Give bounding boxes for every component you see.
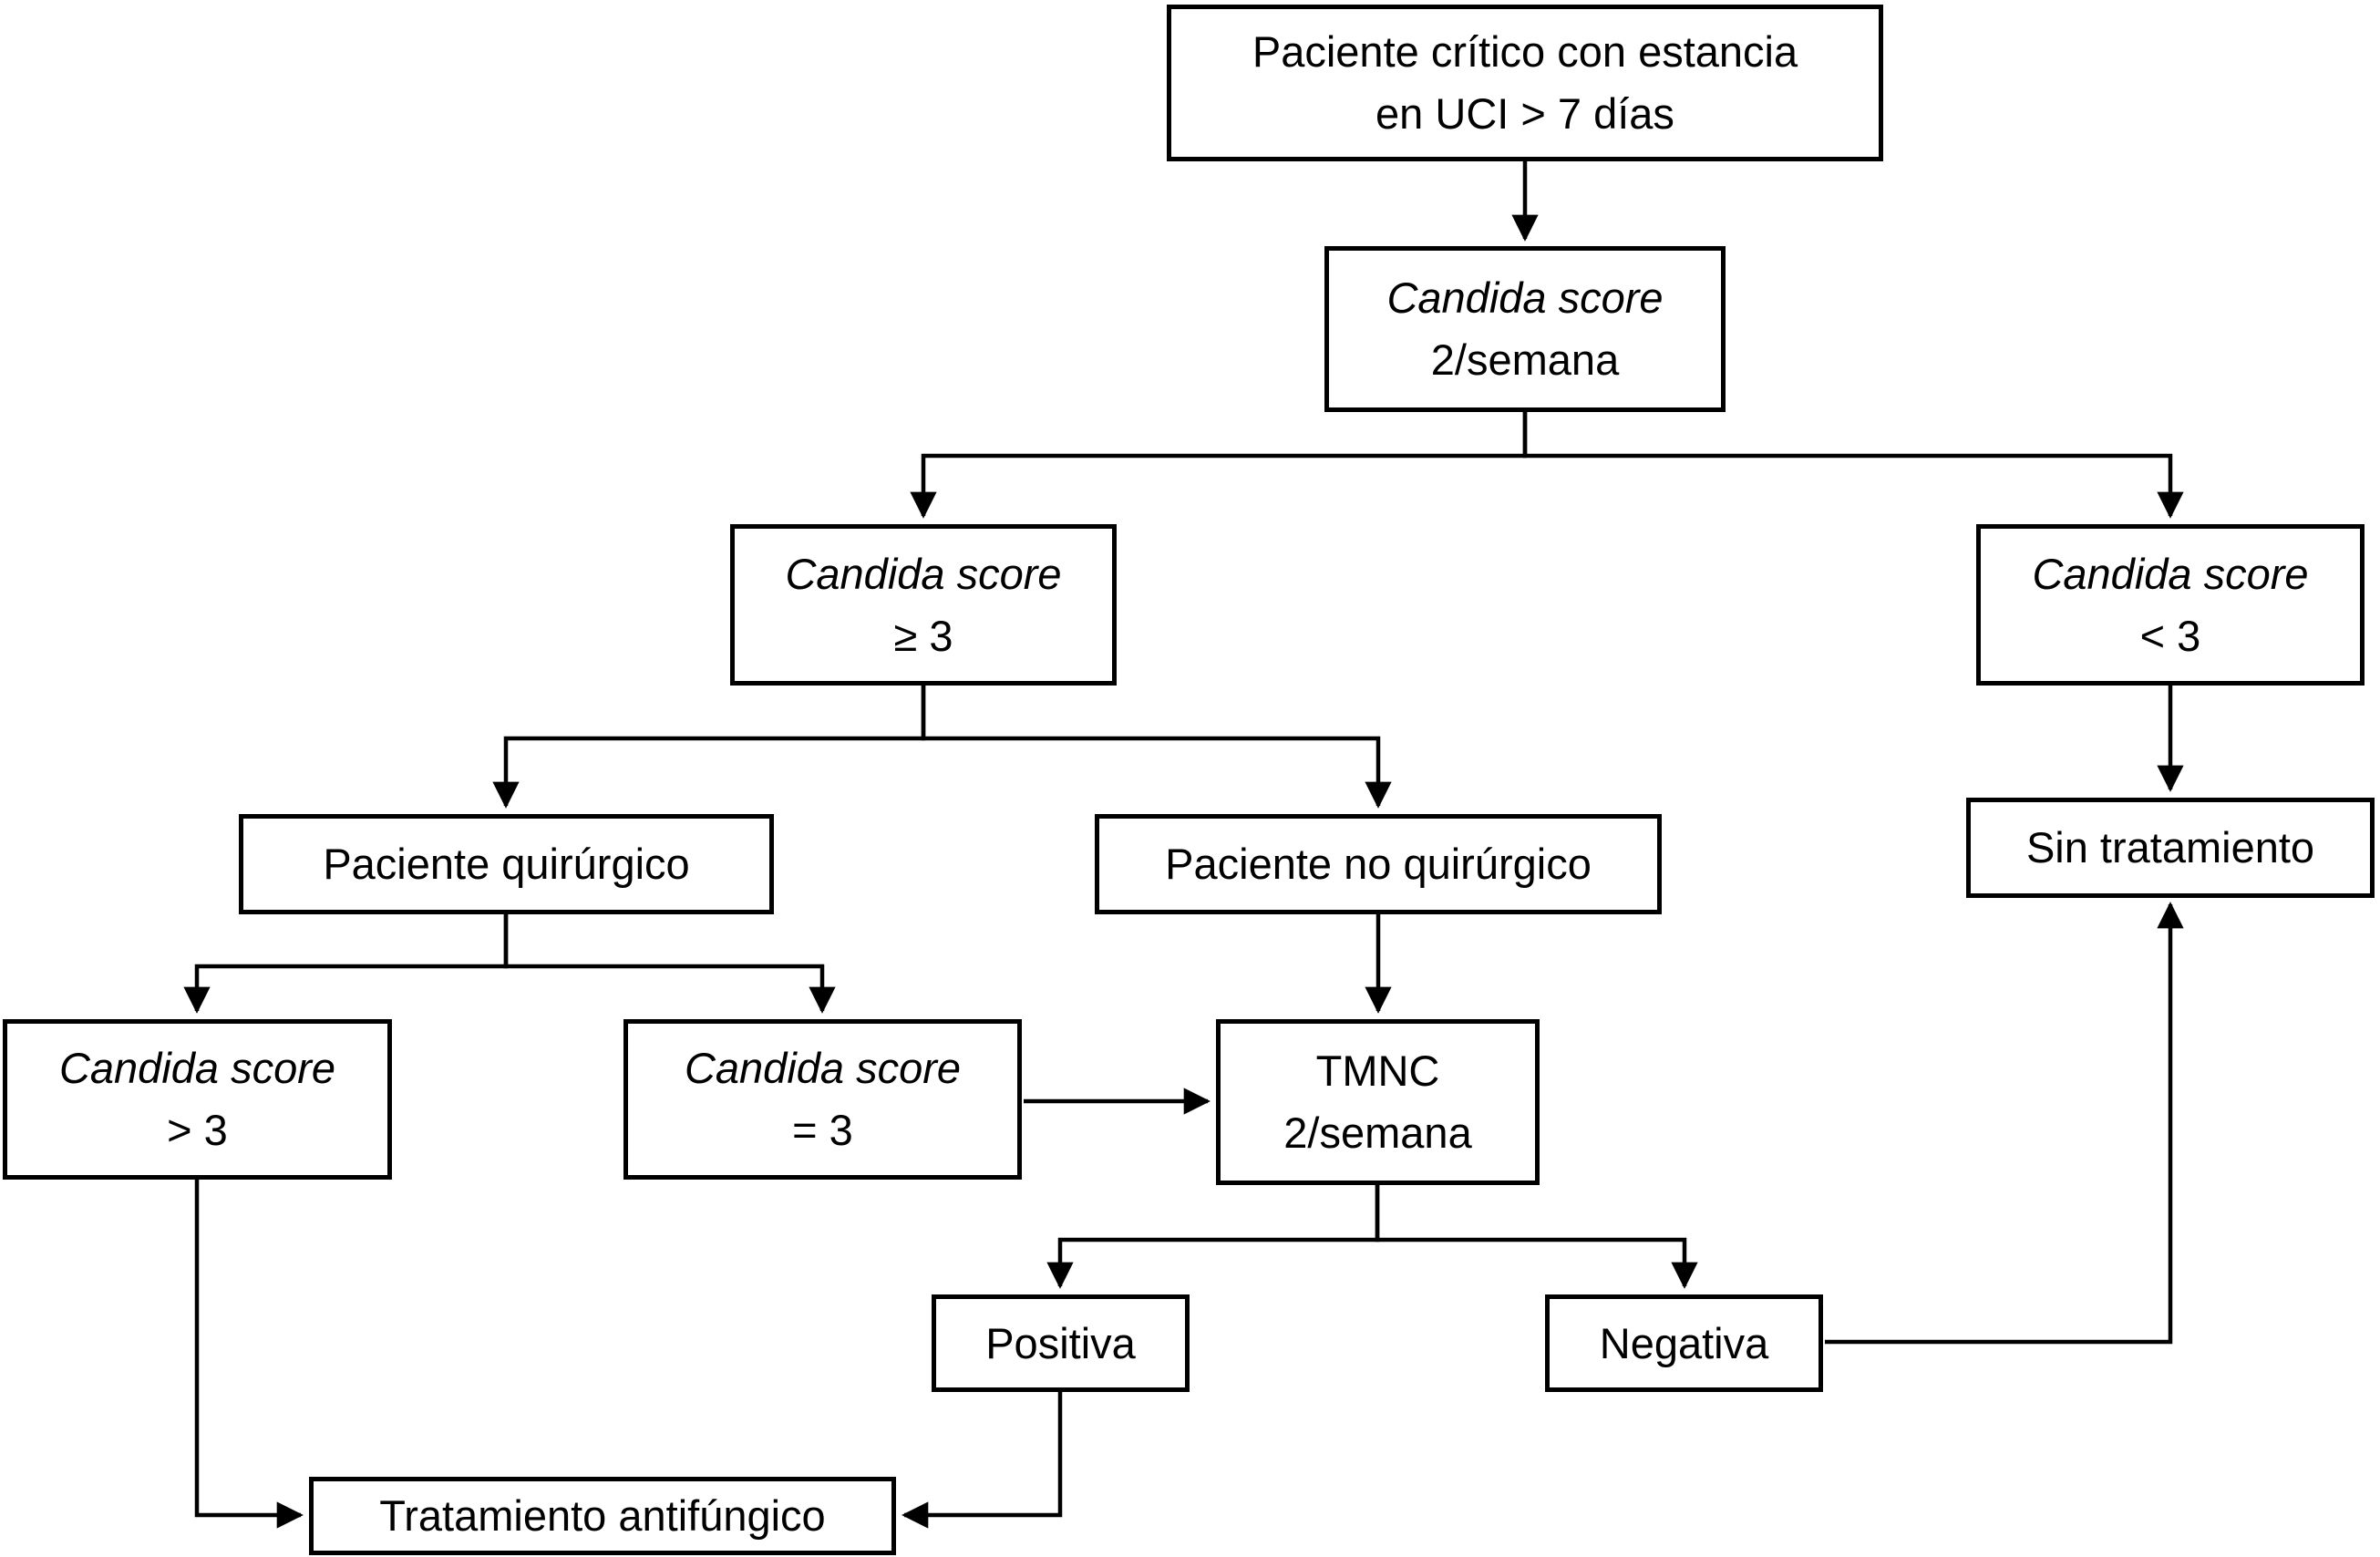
node-candida-score-gt3-line2: > 3	[167, 1106, 228, 1154]
edge-tmnc-to-negativa	[1375, 1185, 1698, 1289]
node-paciente-critico-line1: Paciente crítico con estancia	[1252, 27, 1798, 76]
node-negativa-line1: Negativa	[1599, 1318, 1769, 1367]
node-candida-score-ge3: Candida score ≥ 3	[730, 524, 1117, 686]
node-negativa: Negativa	[1545, 1294, 1823, 1392]
node-paciente-quirurgico: Paciente quirúrgico	[239, 814, 774, 914]
node-candida-score-lt3: Candida score < 3	[1976, 524, 2365, 686]
edge-candida-semanal-to-candida-ge3	[910, 412, 1528, 519]
node-candida-score-lt3-line2: < 3	[2139, 611, 2201, 660]
node-tratamiento-antifungico-line1: Tratamiento antifúngico	[379, 1491, 826, 1540]
node-candida-score-gt3: Candida score > 3	[3, 1019, 392, 1180]
node-candida-score-lt3-line1: Candida score	[2032, 549, 2309, 598]
edge-tmnc-to-positiva	[1046, 1185, 1380, 1289]
node-paciente-critico-line2: en UCI > 7 días	[1375, 89, 1674, 138]
node-positiva: Positiva	[932, 1294, 1190, 1392]
edge-paciente-quirurgico-to-candida-gt3	[183, 914, 509, 1014]
node-candida-score-ge3-line1: Candida score	[785, 549, 1062, 598]
node-candida-score-eq3: Candida score = 3	[623, 1019, 1022, 1180]
node-candida-score-semanal: Candida score 2/semana	[1324, 246, 1726, 412]
node-candida-score-ge3-line2: ≥ 3	[893, 611, 953, 660]
edge-candida-ge3-to-paciente-quirurgico	[492, 686, 926, 809]
node-candida-score-eq3-line2: = 3	[792, 1106, 853, 1154]
node-candida-score-semanal-line2: 2/semana	[1430, 335, 1620, 384]
node-tmnc-line2: 2/semana	[1283, 1108, 1472, 1157]
edge-candida-semanal-to-candida-lt3	[1522, 412, 2184, 519]
node-paciente-quirurgico-line1: Paciente quirúrgico	[323, 840, 690, 888]
node-tmnc-line1: TMNC	[1315, 1047, 1440, 1095]
edge-negativa-to-sin-tratamiento	[1825, 902, 2184, 1345]
node-paciente-no-quirurgico-line1: Paciente no quirúrgico	[1165, 840, 1592, 888]
node-positiva-line1: Positiva	[985, 1318, 1136, 1367]
edge-paciente-quirurgico-to-candida-eq3	[503, 914, 836, 1014]
node-paciente-no-quirurgico: Paciente no quirúrgico	[1095, 814, 1662, 914]
edge-positiva-to-tratamiento-antifungico	[902, 1392, 1063, 1529]
node-tmnc: TMNC 2/semana	[1216, 1019, 1540, 1185]
node-sin-tratamiento: Sin tratamiento	[1966, 798, 2375, 898]
node-paciente-critico: Paciente crítico con estancia en UCI > 7…	[1167, 5, 1883, 161]
node-candida-score-eq3-line1: Candida score	[684, 1044, 962, 1092]
edge-candida-gt3-to-tratamiento-antifungico	[194, 1180, 304, 1529]
node-candida-score-semanal-line1: Candida score	[1386, 273, 1664, 322]
node-tratamiento-antifungico: Tratamiento antifúngico	[309, 1477, 896, 1555]
edge-candida-ge3-to-paciente-no-quirurgico	[921, 686, 1392, 809]
node-candida-score-gt3-line1: Candida score	[58, 1044, 336, 1092]
node-sin-tratamiento-line1: Sin tratamiento	[2025, 823, 2315, 871]
